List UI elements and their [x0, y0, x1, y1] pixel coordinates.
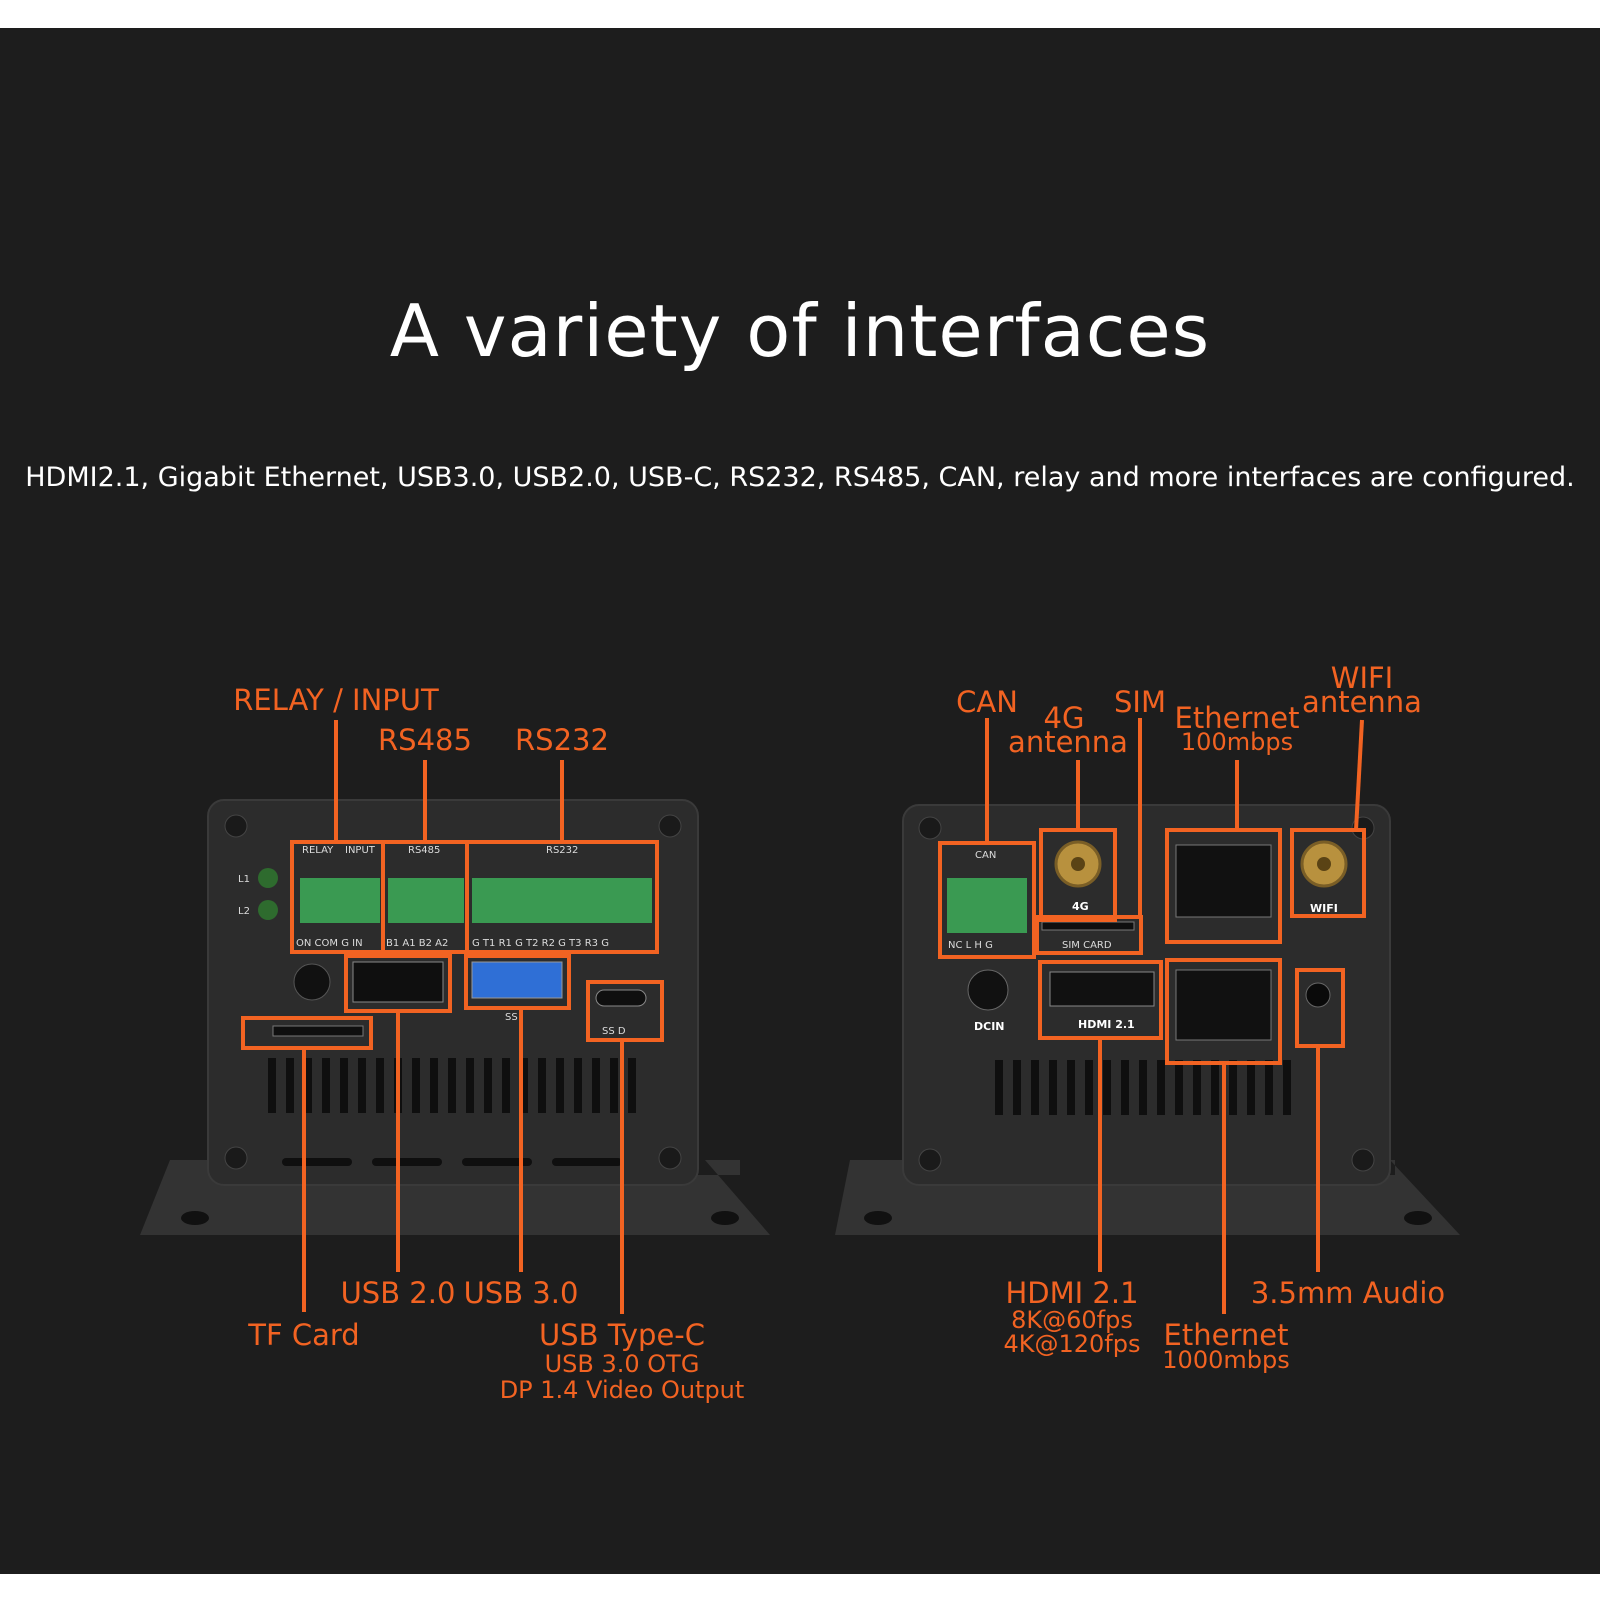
led-l1	[258, 868, 278, 888]
input-silk: INPUT	[345, 845, 376, 856]
rs485-pins-silk: B1 A1 B2 A2	[386, 938, 448, 949]
right-leader-lines	[985, 718, 1364, 1314]
hdmi-label: HDMI 2.1	[1005, 1276, 1138, 1310]
ethernet-100-speed: 100mbps	[1181, 728, 1293, 756]
hdmi-silk: HDMI 2.1	[1078, 1018, 1135, 1031]
rs232-label: RS232	[515, 723, 609, 757]
antenna-4g-label-line2: antenna	[1008, 725, 1128, 759]
hdmi-sublabel-4k: 4K@120fps	[1003, 1330, 1140, 1358]
ethernet-1000-speed: 1000mbps	[1162, 1346, 1289, 1374]
antenna-4g-center	[1071, 857, 1085, 871]
usb30-highlight-box	[464, 954, 571, 1010]
right-screw-br	[1351, 1148, 1375, 1172]
page-subtitle: HDMI2.1, Gigabit Ethernet, USB3.0, USB2.…	[25, 462, 1575, 493]
page-title: A variety of interfaces	[389, 289, 1211, 373]
audio-jack	[1305, 982, 1331, 1008]
right-bracket-hole-right	[1404, 1211, 1432, 1225]
antenna-4g-label: 4G	[1044, 701, 1085, 735]
dcin-silk: DCIN	[974, 1020, 1005, 1033]
sim-highlight-box	[1035, 915, 1143, 955]
audio-label: 3.5mm Audio	[1251, 1276, 1445, 1310]
wifi-label-line2: antenna	[1302, 685, 1422, 719]
power-button	[293, 963, 331, 1001]
usb20-label: USB 2.0	[341, 1276, 456, 1310]
led-l2-label: L2	[238, 906, 250, 917]
wifi-leader	[1354, 719, 1364, 831]
dc-in-jack	[967, 969, 1009, 1011]
usb30-label: USB 3.0	[464, 1276, 579, 1310]
rs485-silk: RS485	[408, 845, 440, 856]
can-terminal-block	[947, 878, 1027, 933]
ethernet-1000-label: Ethernet	[1164, 1318, 1289, 1352]
right-screw-tl	[918, 816, 942, 840]
relay-input-label: RELAY / INPUT	[233, 683, 439, 717]
left-screw-tl	[224, 814, 248, 838]
ethernet-100-highlight-box	[1165, 828, 1282, 944]
tf-card-label: TF Card	[247, 1318, 359, 1352]
can-pins-silk: NC L H G	[948, 940, 993, 951]
usb-typec-sublabel-otg: USB 3.0 OTG	[545, 1350, 700, 1378]
can-silk: CAN	[975, 850, 996, 861]
tf-card-slot	[272, 1025, 364, 1037]
hdmi-sublabel-8k: 8K@60fps	[1011, 1306, 1133, 1334]
ethernet-100-port	[1175, 844, 1272, 918]
wifi-antenna-center	[1317, 857, 1331, 871]
led-l2	[258, 900, 278, 920]
right-vents	[995, 1060, 1291, 1115]
sim-card-slot	[1041, 921, 1135, 931]
left-leader-lines	[302, 720, 624, 1314]
usb30-port	[471, 961, 563, 999]
relay-silk: RELAY	[302, 845, 334, 856]
can-label: CAN	[956, 685, 1018, 719]
left-device: L1 L2 RELAY INPUT RS485 RS232 ON COM G I…	[140, 683, 770, 1404]
rs232-pins-silk: G T1 R1 G T2 R2 G T3 R3 G	[472, 938, 609, 949]
led-l1-label: L1	[238, 874, 250, 885]
usb30-ss-silk: SS	[505, 1012, 518, 1023]
ethernet-100-label: Ethernet	[1175, 701, 1300, 735]
rs232-silk: RS232	[546, 845, 578, 856]
typec-highlight-box	[586, 980, 664, 1042]
typec-silk: SS D	[602, 1026, 626, 1037]
left-screw-tr	[658, 814, 682, 838]
hdmi-port	[1049, 971, 1155, 1007]
left-screw-bl	[224, 1146, 248, 1170]
ethernet-1000-port	[1175, 969, 1272, 1041]
usb-typec-port	[595, 989, 647, 1007]
sim-label: SIM	[1114, 685, 1166, 719]
right-device: CAN NC L H G 4G SIM CARD WIFI DCIN HDMI …	[835, 661, 1460, 1374]
usb-typec-label: USB Type-C	[539, 1318, 705, 1352]
wifi-highlight-box	[1290, 828, 1366, 918]
right-screw-bl	[918, 1148, 942, 1172]
left-bracket-hole-right	[711, 1211, 739, 1225]
usb20-port	[352, 961, 444, 1003]
left-screw-br	[658, 1146, 682, 1170]
sim-card-silk: SIM CARD	[1062, 940, 1112, 951]
rs485-terminal-block	[388, 878, 464, 923]
tf-highlight-box	[241, 1016, 373, 1050]
relay-pins-silk: ON COM G IN	[296, 938, 363, 949]
left-bracket-hole-left	[181, 1211, 209, 1225]
usb-typec-sublabel-dp: DP 1.4 Video Output	[500, 1376, 745, 1404]
right-bracket-hole-left	[864, 1211, 892, 1225]
left-vents	[268, 1058, 636, 1166]
antenna-4g-silk: 4G	[1072, 900, 1089, 913]
wifi-silk: WIFI	[1310, 902, 1338, 915]
wifi-label: WIFI	[1331, 661, 1393, 695]
rs232-terminal-block	[472, 878, 652, 923]
relay-terminal-block	[300, 878, 380, 923]
rs485-label: RS485	[378, 723, 472, 757]
